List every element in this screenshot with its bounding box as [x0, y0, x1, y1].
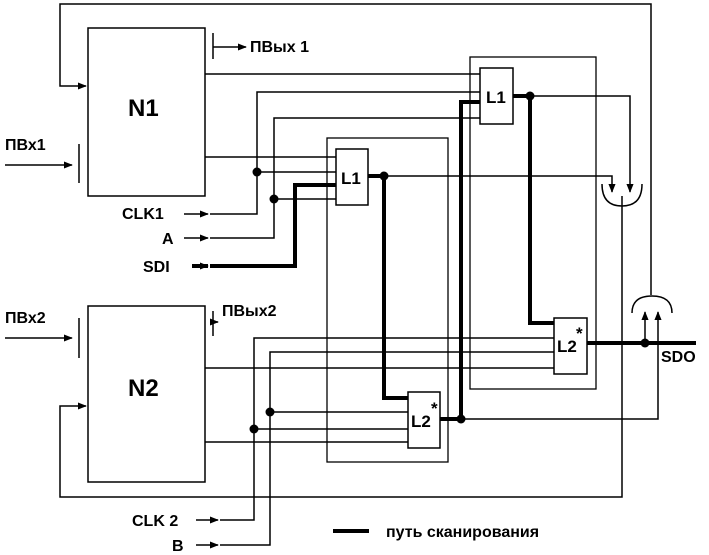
l1-left-block	[335, 148, 369, 206]
mux-bottom-shape	[631, 295, 673, 314]
sdi-label: SDI	[143, 259, 170, 276]
frame-left	[326, 137, 449, 463]
scan-path-l2-to-l1	[440, 100, 480, 421]
l2-left-block	[407, 391, 441, 449]
clk2-label: CLK 2	[132, 513, 178, 530]
frame-right	[469, 56, 597, 390]
clk1-junction	[252, 167, 262, 177]
block-n1	[87, 27, 206, 197]
pvx1-label: ПВх1	[5, 137, 46, 154]
l1-left-observe-line	[384, 175, 616, 193]
clk1-net	[210, 91, 480, 215]
feedback-loop-top	[59, 3, 652, 295]
block-n2	[87, 305, 206, 483]
l1-left-label: L1	[341, 169, 361, 188]
l2-right-star: *	[576, 324, 583, 343]
l2-left-star: *	[431, 399, 438, 418]
b-junction	[265, 407, 275, 417]
scan-path-l1-to-l2	[368, 174, 408, 400]
l1-right-block	[479, 67, 514, 125]
block-n1-label: N1	[128, 95, 159, 122]
block-n2-label: N2	[128, 375, 159, 402]
l2-right-block	[553, 317, 588, 375]
b-label: B	[172, 538, 184, 555]
clk1-label: CLK1	[122, 206, 164, 223]
l1-right-label: L1	[486, 88, 506, 107]
feedback-loop-bottom	[59, 196, 623, 498]
legend-scan-path-label: путь сканирования	[386, 524, 539, 541]
clk2-net	[220, 428, 408, 521]
a-junction	[269, 194, 279, 204]
l2-right-label: L2	[557, 337, 577, 356]
scan-path-sdi	[210, 183, 336, 268]
a-label: A	[162, 231, 174, 248]
pvx2-label: ПВх2	[5, 310, 46, 327]
b-net	[220, 411, 408, 546]
l2-left-label: L2	[411, 412, 431, 431]
a-net	[210, 117, 480, 239]
clk2-junction	[249, 424, 259, 434]
clk2-upper	[253, 337, 554, 429]
l2-left-observe-line	[461, 311, 662, 420]
mux-top-shape	[601, 183, 643, 207]
scan-path-l1-to-l2-right	[513, 94, 554, 325]
pvyx2-label: ПВых2	[222, 303, 277, 320]
pvyx1-label: ПВых 1	[250, 39, 309, 56]
sdo-label: SDO	[661, 349, 696, 366]
l1-right-observe-line	[530, 95, 634, 193]
